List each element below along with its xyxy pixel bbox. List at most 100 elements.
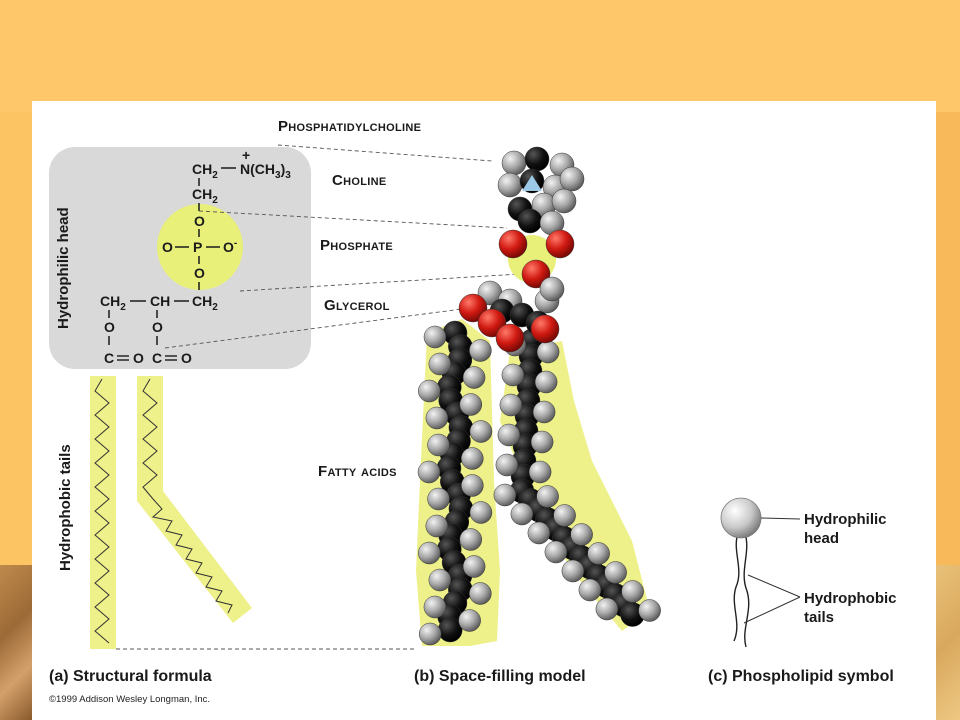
hydrogen-atom xyxy=(527,521,551,545)
hydrogen-atom xyxy=(595,597,619,621)
formula-ch2-top: CH2 xyxy=(192,161,218,181)
hydrogen-atom xyxy=(604,561,627,584)
hydrogen-atom xyxy=(459,528,482,551)
hydrogen-atom xyxy=(495,453,519,477)
phospholipid-figure: Hydrophilic head CH2 N(CH3)3 + CH2 O O P… xyxy=(49,118,897,705)
symbol-head-label-2: head xyxy=(804,530,839,547)
oxygen-atom xyxy=(495,323,525,353)
formula-carbonyl-c-right: C xyxy=(152,350,162,366)
formula-ester-o-right: O xyxy=(152,319,163,335)
formula-glycerol-ch2-left: CH2 xyxy=(100,293,126,313)
hydrogen-atom xyxy=(501,363,525,387)
hydrogen-atom xyxy=(417,460,441,484)
hydrogen-atom xyxy=(539,276,565,302)
hydrogen-atom xyxy=(423,325,447,349)
hydrogen-atom xyxy=(559,166,585,192)
hydrogen-atom xyxy=(561,559,585,583)
symbol-head xyxy=(720,497,762,539)
caption-space-filling-model: (b) Space-filling model xyxy=(414,668,586,685)
formula-o-lower: O xyxy=(194,265,205,281)
hydrogen-atom xyxy=(461,474,484,497)
oxygen-atom xyxy=(545,229,575,259)
hydrogen-atom xyxy=(553,504,576,527)
hydrogen-atom xyxy=(621,580,644,603)
formula-p: P xyxy=(193,239,202,255)
hydrogen-atom xyxy=(551,188,577,214)
hydrogen-atom xyxy=(462,366,486,389)
formula-carbonyl-c-left: C xyxy=(104,350,114,366)
hydrogen-atom xyxy=(469,501,493,524)
space-filling-model xyxy=(416,146,661,646)
hydrogen-atom xyxy=(497,172,523,198)
slide-header-band xyxy=(0,0,960,112)
formula-n-charge: + xyxy=(242,147,250,163)
carbon-atom xyxy=(524,146,550,172)
caption-structural-formula: (a) Structural formula xyxy=(49,668,212,685)
oxygen-atom xyxy=(530,314,560,344)
hydrogen-atom xyxy=(587,542,610,565)
hydrogen-atom xyxy=(501,150,527,176)
formula-o-right: O- xyxy=(223,238,237,255)
label-phosphate: Phosphate xyxy=(320,237,393,254)
atom-spheres xyxy=(417,146,661,646)
hydrogen-atom xyxy=(425,514,449,538)
tail-highlight-left xyxy=(90,376,116,649)
hydrogen-atom xyxy=(532,400,556,424)
symbol-tails-label-1: Hydrophobic xyxy=(804,590,897,607)
oxygen-atom xyxy=(458,293,488,323)
hydrophilic-head-label: Hydrophilic head xyxy=(55,207,72,329)
copyright: ©1999 Addison Wesley Longman, Inc. xyxy=(49,694,210,705)
title-phosphatidylcholine: Phosphatidylcholine xyxy=(278,118,421,135)
formula-glycerol-ch2-right: CH2 xyxy=(192,293,218,313)
structural-formula: CH2 N(CH3)3 + CH2 O O P O- O CH2 CH CH2 … xyxy=(100,147,291,366)
hydrogen-atom xyxy=(428,352,452,376)
hydrogen-atom xyxy=(534,370,558,394)
hydrogen-atom xyxy=(570,523,593,546)
hydrogen-atom xyxy=(536,340,560,364)
caption-phospholipid-symbol: (c) Phospholipid symbol xyxy=(708,668,894,685)
hydrogen-atom xyxy=(469,582,492,605)
slide-photo-strip-left xyxy=(0,565,32,720)
structural-tails: Hydrophobic tails xyxy=(57,376,252,649)
hydrogen-atom xyxy=(510,502,534,526)
hydrogen-atom xyxy=(418,379,441,403)
hydrogen-atom xyxy=(499,393,523,417)
formula-o-left: O xyxy=(162,239,173,255)
hydrogen-atom xyxy=(469,420,493,443)
leader-lines xyxy=(116,144,521,650)
phospholipid-symbol: Hydrophilic head Hydrophobic tails xyxy=(720,497,897,648)
hydrogen-atom xyxy=(418,622,442,646)
hydrogen-atom xyxy=(638,599,661,622)
formula-carbonyl-o-left: O xyxy=(133,350,144,366)
carbon-atom xyxy=(517,208,543,234)
formula-trimethylammonium: N(CH3)3 xyxy=(240,161,291,181)
hydrogen-atom xyxy=(427,433,450,457)
hydrogen-atom xyxy=(530,430,554,454)
symbol-head-label-1: Hydrophilic xyxy=(804,511,887,528)
symbol-tails-label-2: tails xyxy=(804,609,834,626)
hydrogen-atom xyxy=(458,609,481,632)
hydrophobic-tails-label: Hydrophobic tails xyxy=(57,444,74,571)
hydrogen-atom xyxy=(459,393,483,416)
hydrogen-atom xyxy=(423,595,447,619)
phosphate-highlight xyxy=(157,204,243,290)
formula-ester-o-left: O xyxy=(104,319,115,335)
hydrogen-atom xyxy=(544,540,568,564)
label-choline: Choline xyxy=(332,172,387,189)
slide-photo-strip-right xyxy=(936,565,960,720)
formula-o-upper: O xyxy=(194,213,205,229)
hydrogen-atom xyxy=(427,487,450,511)
hydrogen-atom xyxy=(528,460,552,484)
hydrogen-atom xyxy=(461,447,484,470)
symbol-tail-right xyxy=(743,532,750,648)
hydrogen-atom xyxy=(493,483,517,507)
tail-highlight-right xyxy=(137,376,252,623)
formula-ch2-mid: CH2 xyxy=(192,186,218,206)
hydrogen-atom xyxy=(418,541,441,565)
symbol-tail-left xyxy=(733,532,740,642)
label-fatty-acids: Fatty acids xyxy=(318,463,397,480)
hydrogen-atom xyxy=(578,578,602,602)
hydrogen-atom xyxy=(428,568,452,592)
tail-zigzag-left xyxy=(94,378,110,644)
formula-glycerol-ch: CH xyxy=(150,293,170,309)
